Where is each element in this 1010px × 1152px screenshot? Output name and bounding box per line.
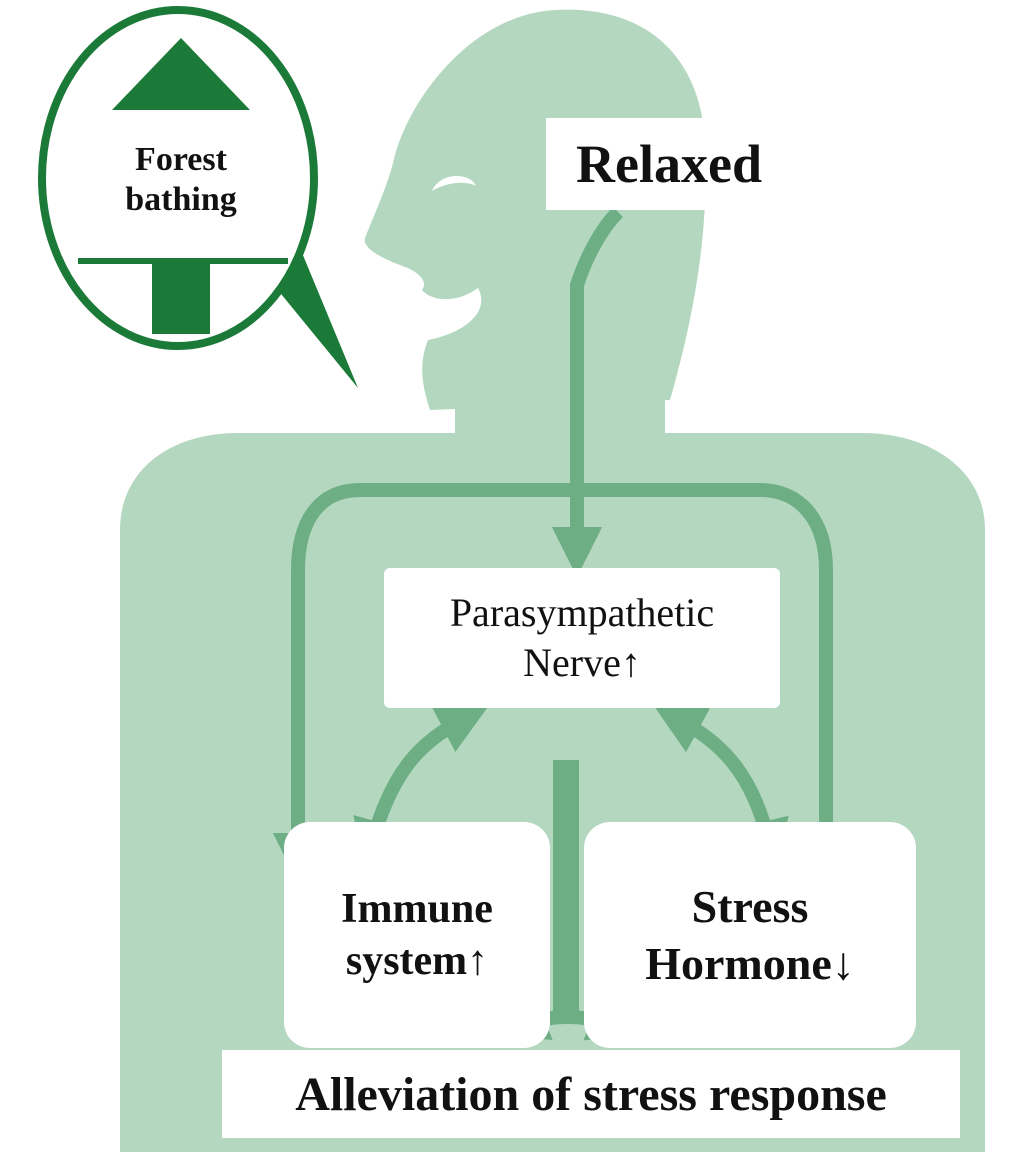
- relaxed-label: Relaxed: [546, 118, 792, 210]
- forest-bathing-line2: bathing: [125, 180, 237, 220]
- immune-system-box: Immune system↑: [284, 822, 550, 1048]
- forest-bathing-line1: Forest: [135, 140, 227, 180]
- parasympathetic-box: Parasympathetic Nerve↑: [384, 568, 780, 708]
- stress-line1: Stress: [692, 878, 809, 936]
- parasympathetic-line1: Parasympathetic: [450, 588, 714, 638]
- forest-bathing-label: Forest bathing: [88, 118, 274, 242]
- stress-line2: Hormone↓: [645, 935, 855, 993]
- alleviation-label: Alleviation of stress response: [222, 1050, 960, 1138]
- relaxed-text: Relaxed: [576, 133, 762, 195]
- immune-line2: system↑: [346, 935, 488, 988]
- immune-line1: Immune: [341, 883, 493, 936]
- stress-hormone-box: Stress Hormone↓: [584, 822, 916, 1048]
- alleviation-text: Alleviation of stress response: [295, 1067, 887, 1122]
- parasympathetic-line2: Nerve↑: [523, 638, 641, 688]
